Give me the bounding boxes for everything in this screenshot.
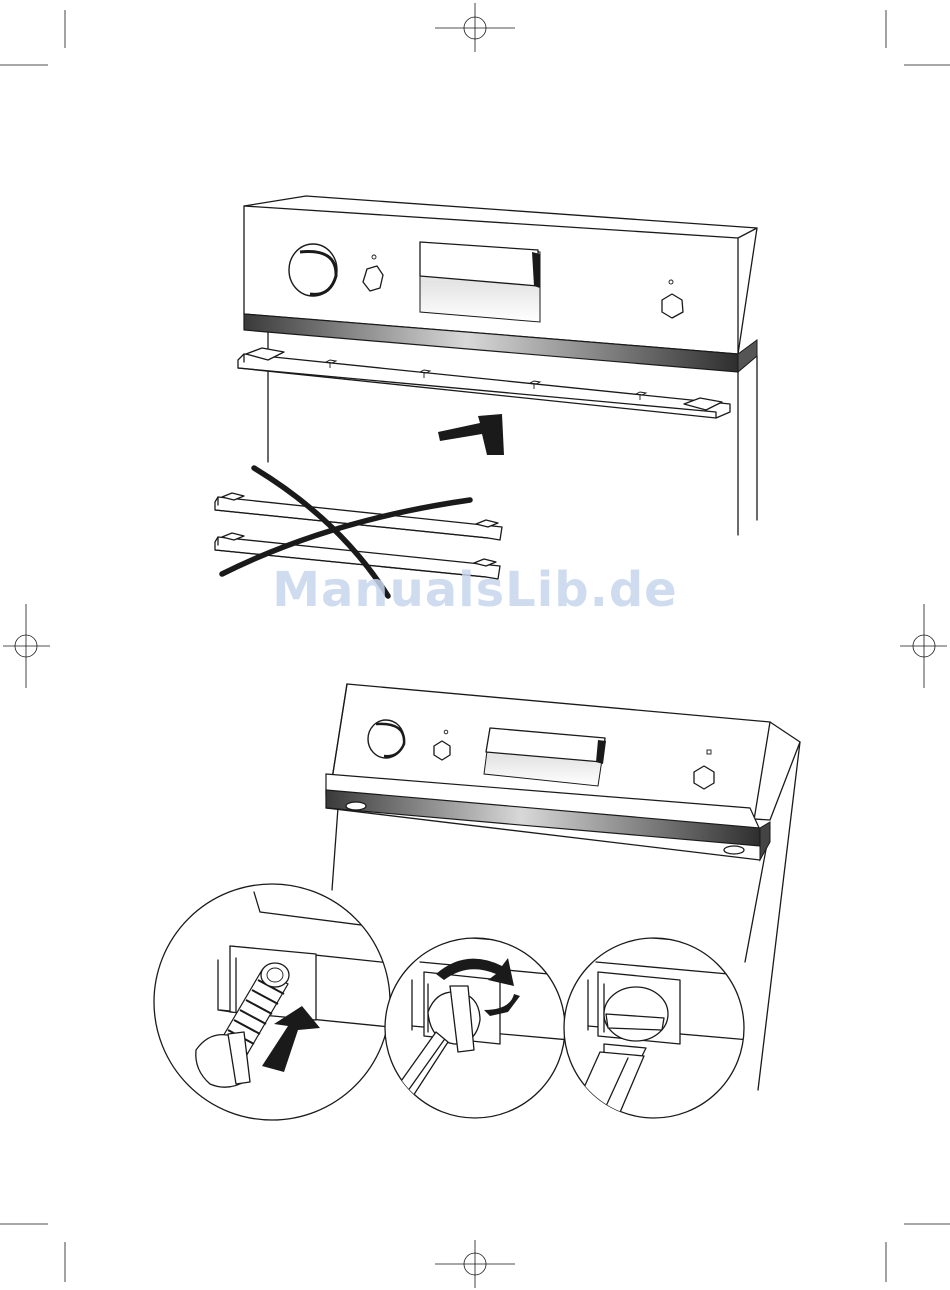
- control-knob-icon: [289, 244, 337, 296]
- detail-insert-screw: [154, 884, 400, 1120]
- arrow-icon: [438, 414, 504, 455]
- crossed-out-icon: [215, 468, 502, 596]
- screw-hole-icon: [724, 846, 744, 854]
- screw-hole-icon: [346, 802, 366, 810]
- button-icon: [434, 741, 450, 760]
- screw-icon: [604, 987, 668, 1041]
- registration-mark-right: [900, 604, 947, 688]
- button-icon: [694, 766, 714, 789]
- registration-mark-bottom: [435, 1240, 515, 1288]
- detail-rotate-screw: [352, 916, 570, 1150]
- registration-mark-left: [3, 604, 50, 688]
- detail-screw-fastened: [556, 916, 750, 1150]
- display-icon: [420, 242, 540, 322]
- registration-mark-top: [435, 3, 515, 52]
- control-knob-icon: [368, 720, 404, 758]
